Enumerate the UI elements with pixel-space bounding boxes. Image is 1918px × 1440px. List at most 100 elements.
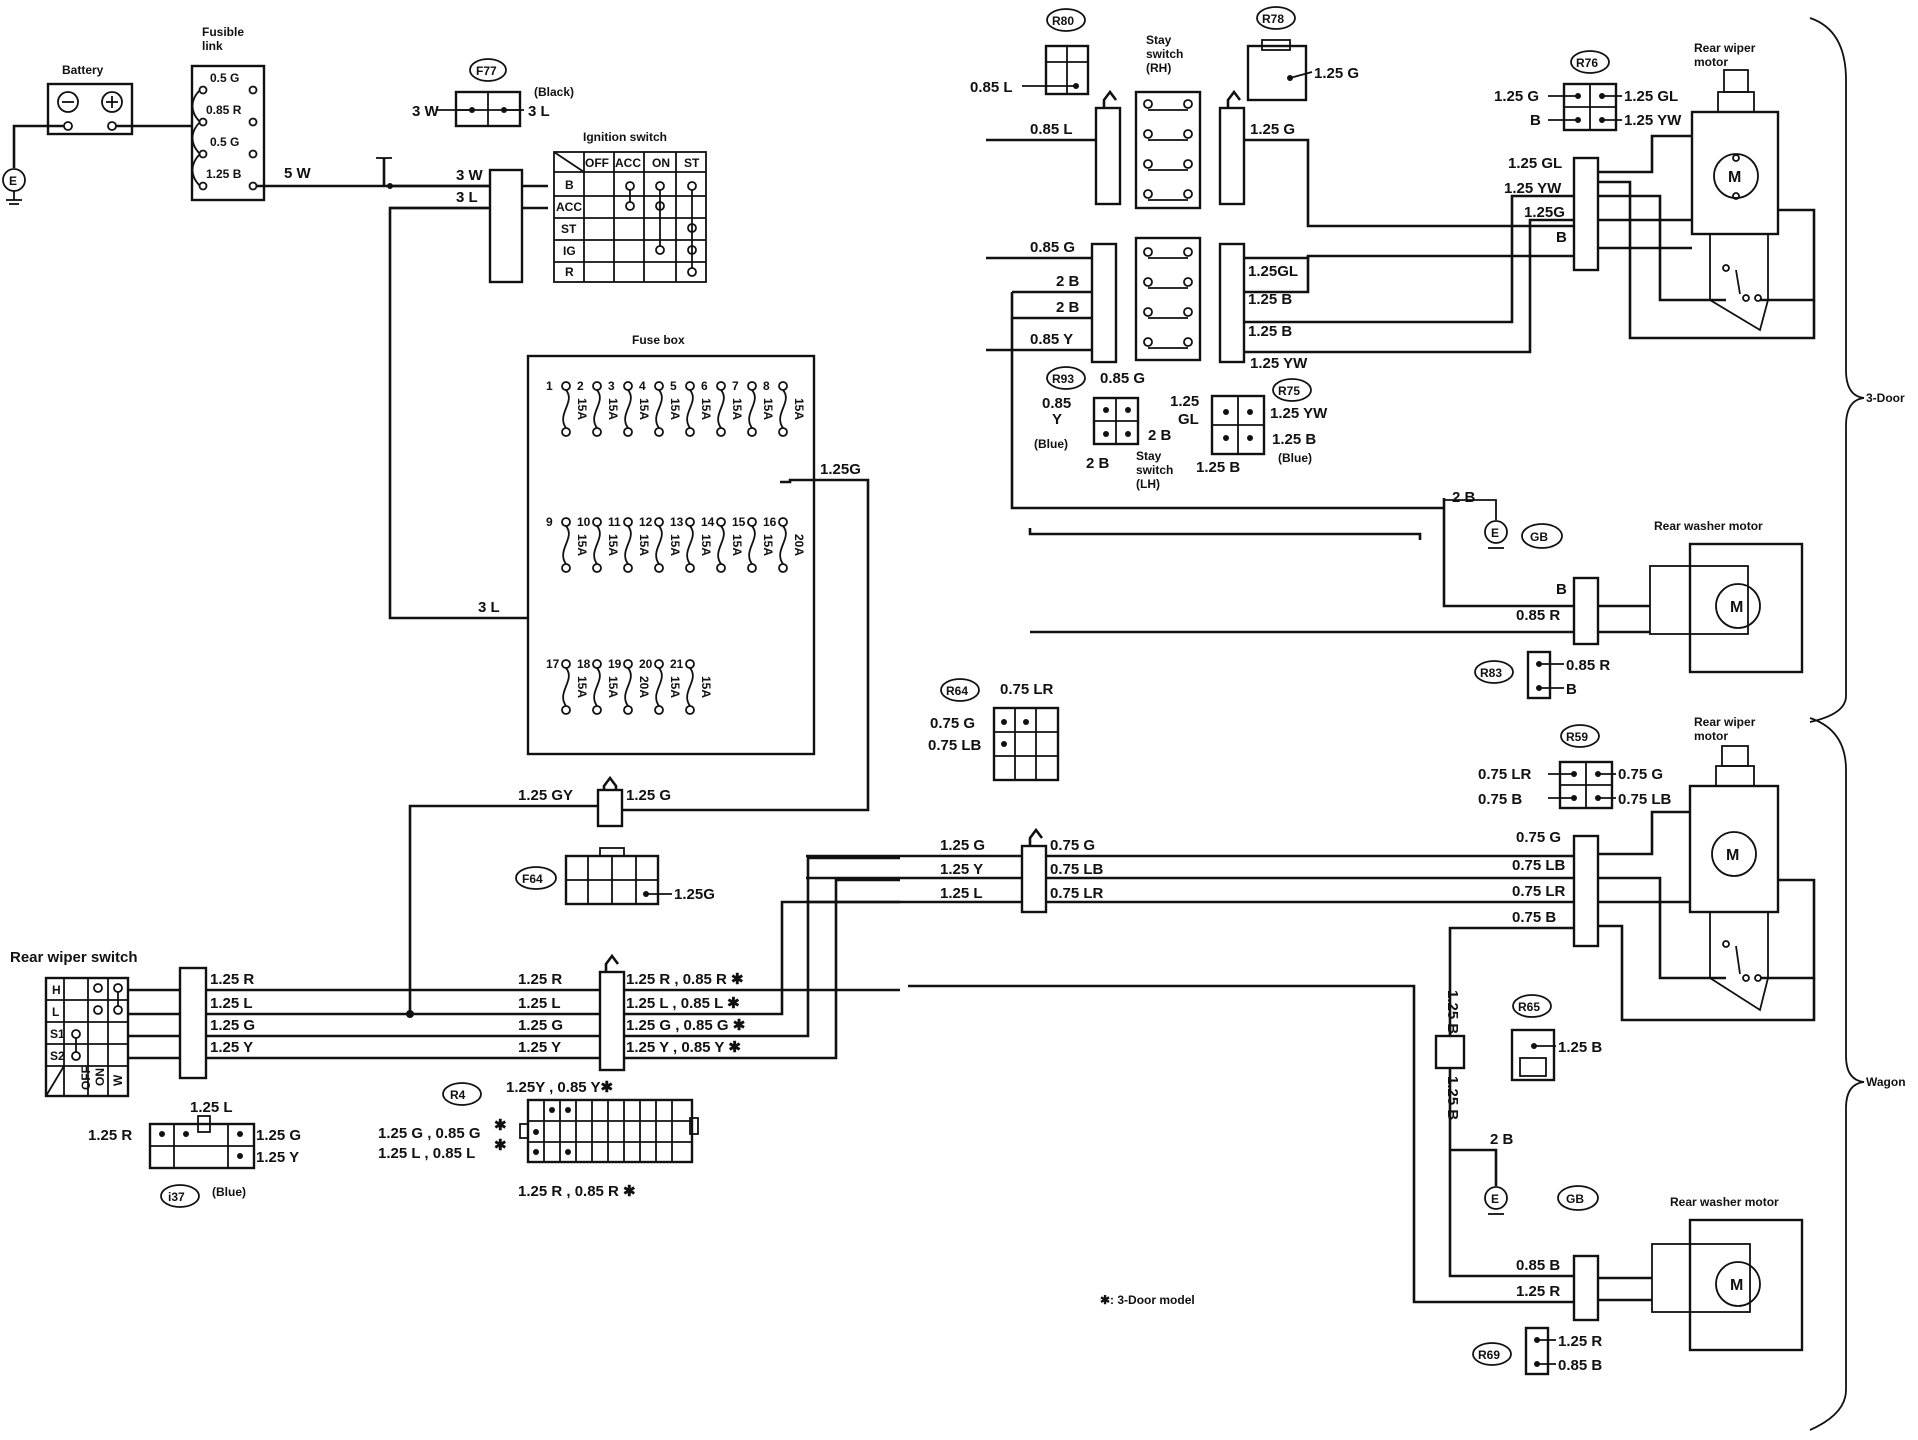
svg-text:0.75 LR: 0.75 LR [1512,883,1566,900]
svg-text:1.25 G: 1.25 G [940,837,985,854]
svg-text:R75: R75 [1278,384,1300,398]
fuse-rating: 15A [761,398,775,420]
svg-text:1.25 G: 1.25 G [626,787,671,804]
svg-text:1.25 Y , 0.85 Y ✱: 1.25 Y , 0.85 Y ✱ [626,1039,741,1056]
svg-text:ON: ON [93,1068,107,1086]
connector-r69: R69 1.25 R 0.85 B [1472,1326,1602,1376]
fuse-number: 3 [608,379,615,393]
svg-text:0.85: 0.85 [1042,395,1071,412]
svg-text:1.25 G: 1.25 G [1250,121,1295,138]
gb-badge: GB [1521,523,1563,549]
svg-text:3 L: 3 L [528,103,550,120]
svg-text:R78: R78 [1262,12,1284,26]
fuse-number: 20 [639,657,653,671]
svg-text:R64: R64 [946,684,968,698]
svg-text:IG: IG [563,244,576,258]
svg-text:1.25 GL: 1.25 GL [1508,155,1562,172]
fuse-rating: 15A [699,534,713,556]
svg-text:H: H [52,983,61,997]
svg-text:1.25 G: 1.25 G [1494,88,1539,105]
connector-r75: R75 1.25 GL 1.25 YW 1.25 B (Blue) 1.25 B [1170,378,1328,476]
svg-text:M: M [1730,1277,1743,1294]
svg-text:Rear washer motor: Rear washer motor [1654,519,1763,533]
svg-text:1.25 B: 1.25 B [206,167,242,181]
svg-text:B: B [565,178,574,192]
fuse-number: 15 [732,515,746,529]
connector-f64: F64 1.25G [515,847,715,906]
svg-text:ST: ST [561,222,577,236]
fuse-number: 16 [763,515,777,529]
fuse: 14 15A [701,515,744,573]
fuse-rating: 15A [637,534,651,556]
svg-text:0.5 G: 0.5 G [210,71,239,85]
svg-text:L: L [52,1005,59,1019]
svg-text:1.25 G , 0.85 G ✱: 1.25 G , 0.85 G ✱ [626,1017,746,1034]
svg-text:0.75 LB: 0.75 LB [1618,791,1672,808]
fuse-number: 13 [670,515,684,529]
svg-text:R59: R59 [1566,730,1588,744]
svg-text:M: M [1730,599,1743,616]
battery: Battery [46,63,134,136]
svg-text:B: B [1566,681,1577,698]
svg-text:0.75 LR: 0.75 LR [1000,681,1054,698]
fuse-rating: 15A [761,534,775,556]
fuse-rating: 15A [606,676,620,698]
svg-text:3 W: 3 W [412,103,440,120]
fuse-number: 11 [608,515,621,529]
svg-text:M: M [1726,847,1739,864]
svg-text:Rear wiper switch: Rear wiper switch [10,949,138,966]
fuse-rating: 15A [606,534,620,556]
svg-text:✱: ✱ [494,1117,507,1134]
fuse: 11 15A [608,515,651,573]
connector-i37: 1.25 L 1.25 R 1.25 G 1.25 Y i37 (Blue) [88,1099,301,1208]
svg-text:1.25 R , 0.85 R ✱: 1.25 R , 0.85 R ✱ [518,1183,636,1200]
fuse-number: 14 [701,515,715,529]
svg-text:i37: i37 [168,1190,185,1204]
svg-text:1.25 YW: 1.25 YW [1624,112,1682,129]
svg-text:Y: Y [1052,411,1062,428]
svg-text:0.85 Y: 0.85 Y [1030,331,1073,348]
svg-text:1.25 G: 1.25 G [256,1127,301,1144]
svg-text:1.25G: 1.25G [820,461,861,478]
svg-text:R69: R69 [1478,1348,1500,1362]
fuse-number: 17 [546,657,560,671]
connector-f77: F77 3 W 3 L (Black) [412,58,574,128]
svg-text:0.75 LB: 0.75 LB [1050,861,1104,878]
svg-text:ON: ON [652,156,670,170]
svg-text:1.25 Y: 1.25 Y [518,1039,561,1056]
svg-text:0.85 R: 0.85 R [1516,607,1560,624]
svg-text:1.25 B: 1.25 B [1558,1039,1602,1056]
svg-text:Ignition switch: Ignition switch [583,130,667,144]
fuse-rating: 15A [637,398,651,420]
svg-text:1.25 L , 0.85 L: 1.25 L , 0.85 L [378,1145,475,1162]
fuse: 13 15A [670,515,713,573]
svg-text:GL: GL [1178,411,1199,428]
fuse-number: 12 [639,515,653,529]
svg-text:R4: R4 [450,1088,466,1102]
svg-text:R: R [565,265,574,279]
svg-text:0.85 G: 0.85 G [1030,239,1075,256]
footnote: ✱: 3-Door model [1100,1293,1195,1307]
fuse-rating: 15A [606,398,620,420]
rear-washer-motor-3door: Rear washer motor M [1649,519,1804,674]
svg-text:0.85 B: 0.85 B [1558,1357,1602,1374]
svg-text:1.25 L: 1.25 L [210,995,253,1012]
connector-r4: R4 1.25Y , 0.85 Y✱ 1.25 G , 0.85 G 1.25 … [378,1079,699,1200]
